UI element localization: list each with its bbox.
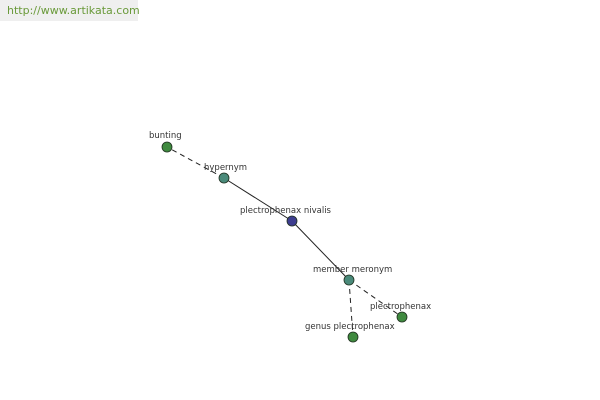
label-genus-plectrophenax: genus plectrophenax [305,322,395,332]
node-plectrophenax[interactable] [396,311,408,323]
nodes [161,141,408,343]
label-member-meronym: member meronym [313,265,392,275]
node-member-meronym[interactable] [343,274,355,286]
site-url-link[interactable]: http://www.artikata.com [0,0,140,21]
edge-center-hypernym [223,177,293,222]
node-plectrophenax-nivalis[interactable] [286,215,298,227]
label-hypernym: hypernym [204,163,247,173]
node-bunting[interactable] [161,141,173,153]
edge-meronym-plectrophenax [348,279,403,318]
label-bunting: bunting [149,131,182,141]
edge-meronym-genus [348,279,354,338]
edge-center-meronym [291,220,350,281]
label-plectrophenax: plectrophenax [370,302,431,312]
labels: bunting hypernym plectrophenax nivalis m… [149,131,431,332]
label-plectrophenax-nivalis: plectrophenax nivalis [240,206,332,216]
node-genus-plectrophenax[interactable] [347,331,359,343]
edge-hypernym-bunting [166,146,225,179]
edges [166,146,403,338]
node-hypernym[interactable] [218,172,230,184]
